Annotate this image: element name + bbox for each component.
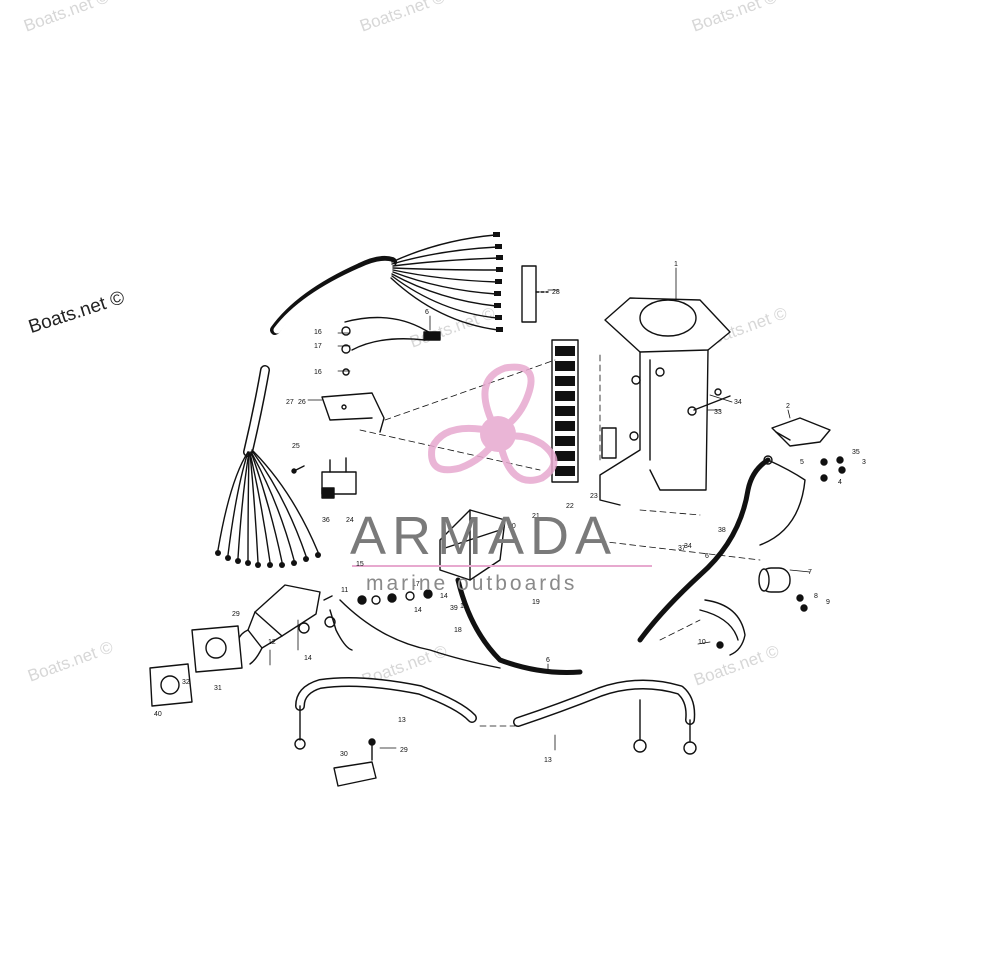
callout-label: 13 <box>398 717 406 724</box>
callout-label: 9 <box>826 599 830 606</box>
lower-wire-fan <box>217 449 319 563</box>
callout-label: 17 <box>412 581 420 588</box>
callout-label: 11 <box>341 587 348 594</box>
propeller-logo <box>428 363 558 484</box>
callout-label: 23 <box>590 493 598 500</box>
callout-label: 3 <box>862 459 866 466</box>
callout-label: 32 <box>182 679 190 686</box>
callout-label: 22 <box>566 503 574 510</box>
callout-label: 19 <box>532 599 540 606</box>
callout-label: 39 <box>450 605 458 612</box>
callout-label: 4 <box>838 479 842 486</box>
callout-label: 16 <box>314 329 322 336</box>
callout-label: 29 <box>232 611 240 618</box>
callout-label: 15 <box>460 603 468 610</box>
callout-label: 27 <box>286 399 294 406</box>
callout-label: 37 <box>678 545 686 552</box>
callout-label: 13 <box>544 757 552 764</box>
callout-label: 40 <box>154 711 162 718</box>
callout-label: 28 <box>552 289 560 296</box>
callout-label: 1 <box>674 261 678 268</box>
callout-label: 35 <box>852 449 860 456</box>
callout-label: 8 <box>814 593 818 600</box>
callout-label: 29 <box>400 747 408 754</box>
callout-label: 7 <box>808 569 812 576</box>
callout-labels: 1 2 3 4 5 6 6 6 7 8 9 10 11 12 13 13 14 … <box>154 261 866 764</box>
brand-tagline: marine outboards <box>366 572 578 595</box>
callout-label: 14 <box>414 607 422 614</box>
callout-label: 10 <box>698 639 706 646</box>
callout-label: 2 <box>786 403 790 410</box>
callout-label: 20 <box>508 523 516 530</box>
callout-label: 34 <box>684 543 692 550</box>
callout-label: 17 <box>314 343 322 350</box>
callout-label: 38 <box>718 527 726 534</box>
callout-label: 31 <box>214 685 222 692</box>
callout-label: 24 <box>346 517 354 524</box>
upper-wire-fan <box>390 234 499 331</box>
callout-label: 25 <box>292 443 300 450</box>
brand-name: ARMADA <box>350 506 618 566</box>
callout-label: 21 <box>532 513 540 520</box>
callout-label: 14 <box>440 593 448 600</box>
callout-label: 36 <box>322 517 330 524</box>
callout-label: 12 <box>268 639 276 646</box>
callout-label: 33 <box>714 409 722 416</box>
callout-label: 5 <box>800 459 804 466</box>
callout-label: 14 <box>304 655 312 662</box>
callout-label: 30 <box>340 751 348 758</box>
callout-label: 6 <box>546 657 550 664</box>
callout-label: 15 <box>356 561 364 568</box>
callout-label: 6 <box>705 553 709 560</box>
callout-label: 34 <box>734 399 742 406</box>
callout-label: 26 <box>298 399 306 406</box>
callout-label: 16 <box>314 369 322 376</box>
callout-label: 18 <box>454 627 462 634</box>
callout-label: 6 <box>425 309 429 316</box>
